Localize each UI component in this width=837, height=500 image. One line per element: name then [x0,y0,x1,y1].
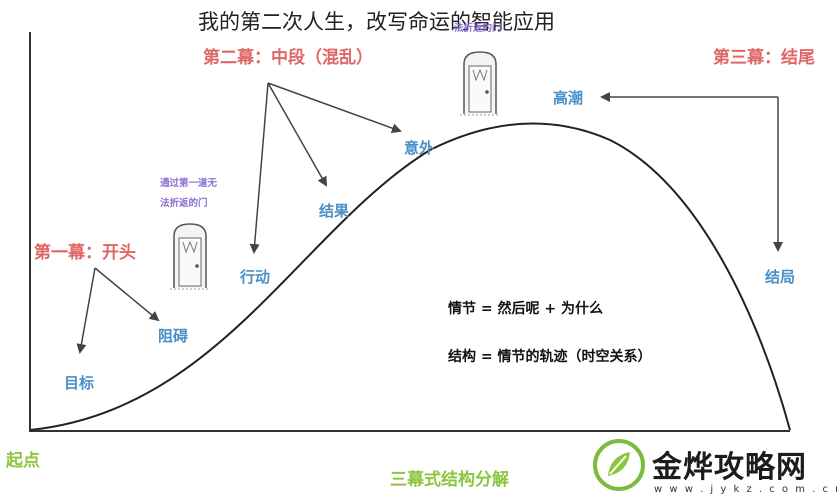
arrow-act2-to-surprise [267,82,402,133]
equation-plot: 情节 = 然后呢 + 为什么 [448,301,603,317]
door-note-first-line2: 法折返的门 [160,198,208,209]
bottom-title: 三幕式结构分解 [390,470,509,490]
logo-name: 金烨攻略网 [652,450,807,485]
node-result: 结果 [319,202,350,220]
door-icon-second [460,50,500,122]
act3-label: 第三幕：结尾 [713,48,815,68]
story-arc-curve [29,122,791,431]
arrow-act1-to-obstacle [94,267,160,322]
door-note-first-line1: 通过第一道无 [160,178,218,189]
act2-label: 第二幕：中段（混乱） [203,48,373,68]
logo-url: w w w . j y k z . c o m . c n [654,484,837,495]
arrow-act1-to-goal [76,267,96,354]
node-climax: 高潮 [553,89,584,107]
page-title: 我的第二次人生，改写命运的智能应用 [198,10,555,34]
node-obstacle: 阻碍 [158,327,189,345]
leaf-logo-icon [593,439,645,491]
arrow-act2-to-result [267,82,327,187]
start-point-label: 起点 [6,451,40,471]
act1-label: 第一幕：开头 [34,243,136,263]
door-icon-first [170,222,210,296]
site-logo [592,438,646,496]
door-note-second: 法折返的门 [454,22,534,36]
door-note-first: 通过第一道无 法折返的门 [160,174,240,214]
node-surprise: 意外 [404,139,435,157]
equation-structure: 结构 = 情节的轨迹（时空关系） [448,349,652,365]
node-goal: 目标 [64,374,95,392]
node-action: 行动 [240,268,271,286]
arrow-act2-to-action [249,82,269,254]
node-ending: 结局 [765,268,796,286]
door-note-second-line2: 法折返的门 [454,23,502,34]
